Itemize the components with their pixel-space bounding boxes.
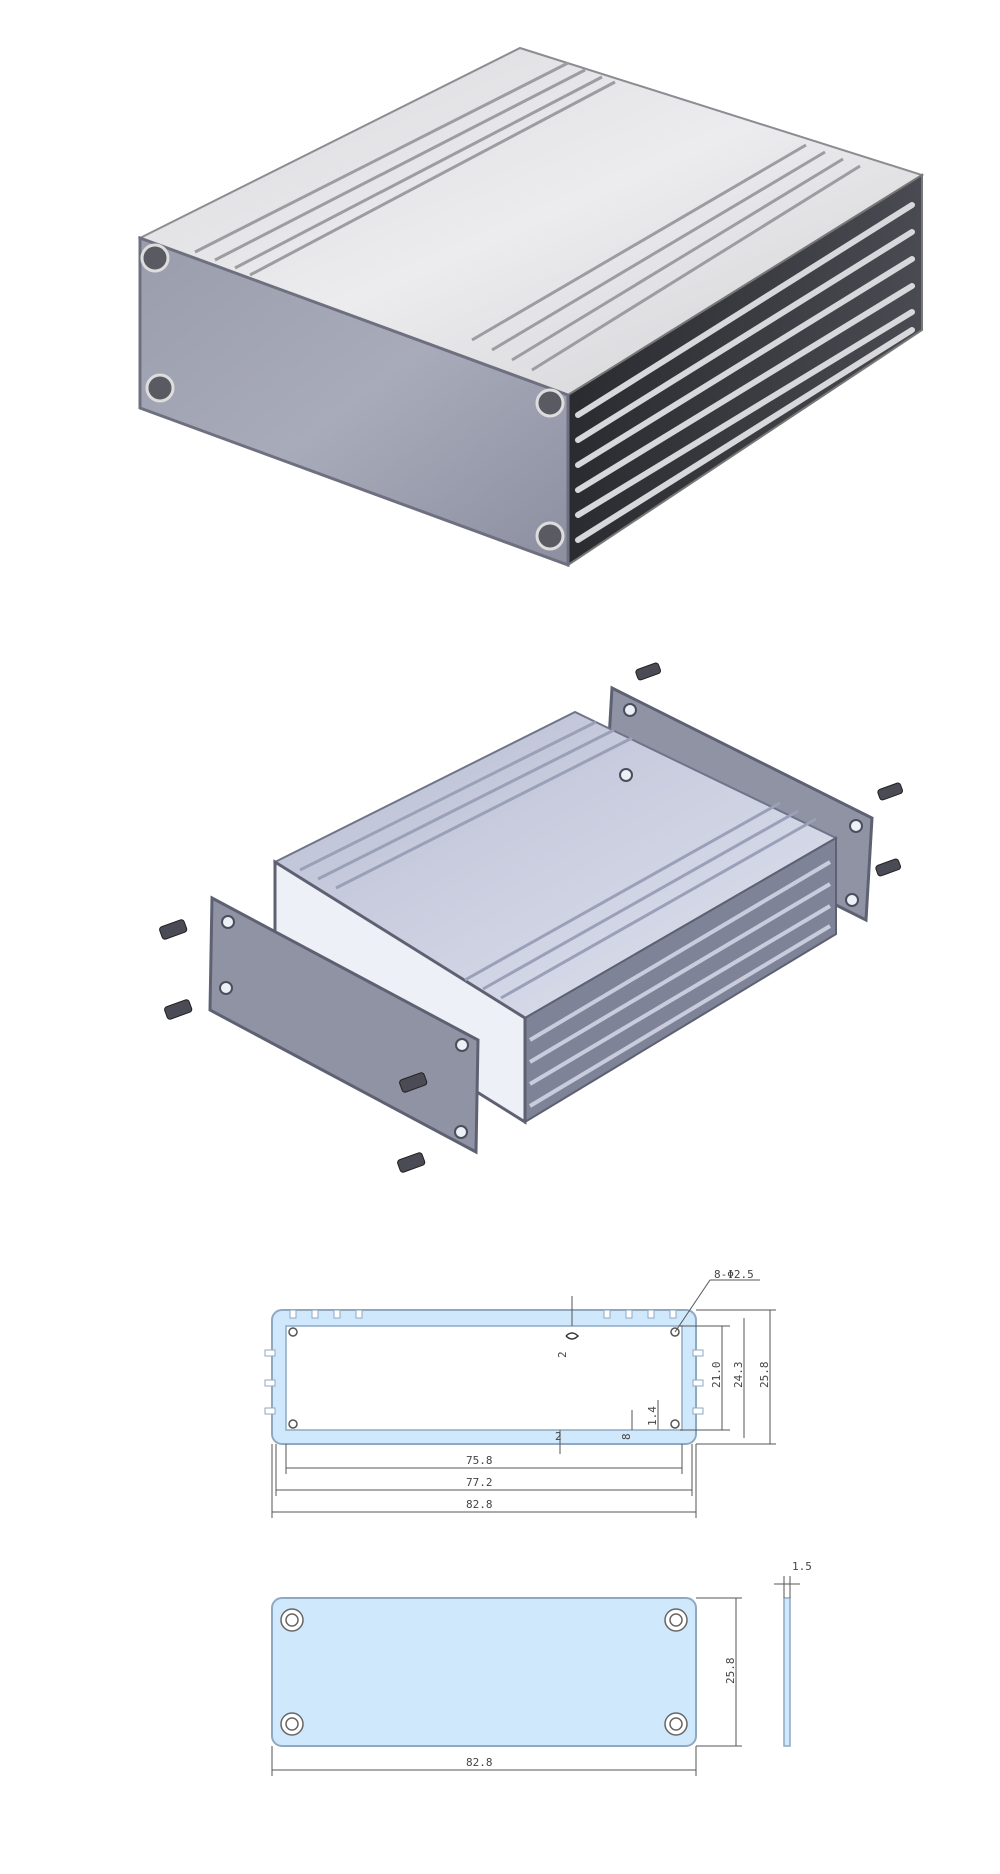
exploded-enclosure-view [0,600,1000,1240]
dim-width-mid: 77.2 [466,1476,493,1489]
side-ribs [575,202,915,543]
plate-thickness-dim: 1.5 [792,1560,812,1573]
loose-screws [159,662,903,1173]
screw-icon [164,999,193,1020]
dim-thickness-top: 2 [556,1351,569,1358]
dimension-drawings: 8-Φ2.5 2 21.0 24.3 25.8 1.4 8 2 75.8 77.… [0,1240,1000,1874]
housing-side-ribs [528,860,832,1108]
dim-height-inner: 21.0 [710,1362,723,1389]
front-panel-screws [140,243,565,551]
screw-icon [877,782,903,801]
screw-icon [397,1152,426,1173]
dim-slot: 2 [555,1430,562,1443]
profile-dimension-lines [271,1279,776,1518]
dim-width-total: 82.8 [466,1498,493,1511]
plate-dimension-lines [271,1576,800,1776]
dim-height-total: 25.8 [758,1362,771,1389]
screw-icon [399,1072,428,1093]
assembled-enclosure-illustration [137,46,925,568]
end-plate-front-view [271,1597,697,1747]
plate-holes [219,703,863,1139]
end-plate-side-view [783,1597,791,1747]
enclosure-front-panel [138,235,570,568]
plate-width-dim: 82.8 [466,1756,493,1769]
hole-note-label: 8-Φ2.5 [714,1268,754,1281]
screw-icon [875,858,901,877]
assembled-enclosure-view [0,0,1000,600]
screw-icon [635,662,661,681]
top-grooves [194,61,861,372]
dim-small-1-4: 1.4 [646,1406,659,1426]
screw-icon [140,243,170,273]
screw-icon [535,388,565,418]
housing-top-grooves [299,720,817,1000]
screw-icon [145,373,175,403]
profile-cross-section [264,1309,704,1445]
exploded-enclosure-illustration [159,662,903,1173]
screw-icon [159,919,188,940]
screw-icon [535,521,565,551]
technical-drawing: 8-Φ2.5 2 21.0 24.3 25.8 1.4 8 2 75.8 77.… [264,1268,812,1776]
dim-width-inner: 75.8 [466,1454,493,1467]
plate-height-dim: 25.8 [724,1658,737,1685]
dim-small-8: 8 [620,1433,633,1440]
dim-height-mid: 24.3 [732,1362,745,1389]
